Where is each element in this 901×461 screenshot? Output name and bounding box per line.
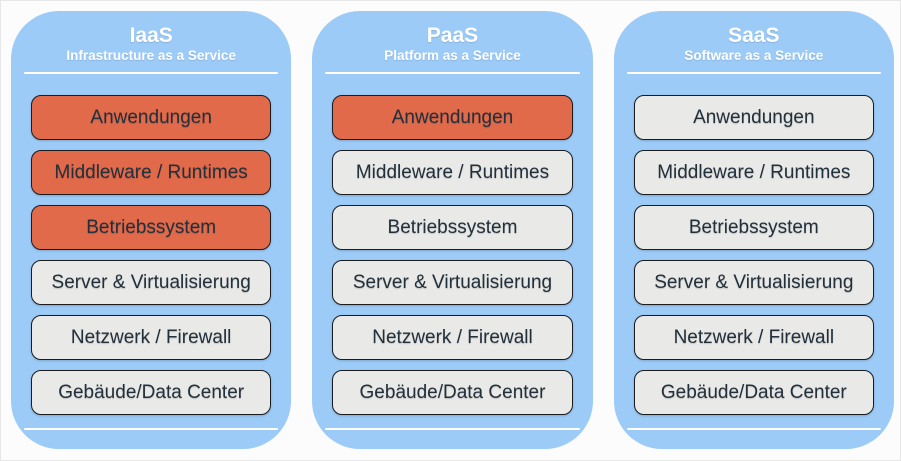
iaas-layer-middleware-runtimes: Middleware / Runtimes bbox=[31, 150, 272, 196]
paas-layer-anwendungen: Anwendungen bbox=[332, 95, 573, 141]
layer-stack-iaas: Anwendungen Middleware / Runtimes Betrie… bbox=[31, 95, 272, 416]
paas-layer-server-virtualisierung: Server & Virtualisierung bbox=[332, 260, 573, 306]
card-title-paas: PaaS bbox=[426, 24, 479, 47]
layer-stack-saas: Anwendungen Middleware / Runtimes Betrie… bbox=[633, 95, 874, 416]
saas-layer-middleware-runtimes: Middleware / Runtimes bbox=[633, 150, 874, 196]
paas-layer-gebaeude-data-center: Gebäude/Data Center bbox=[332, 370, 573, 416]
saas-layer-netzwerk-firewall: Netzwerk / Firewall bbox=[633, 315, 874, 361]
footer-divider bbox=[24, 428, 279, 431]
header-divider bbox=[325, 72, 580, 75]
card-title-iaas: IaaS bbox=[129, 24, 173, 47]
iaas-layer-server-virtualisierung: Server & Virtualisierung bbox=[31, 260, 272, 306]
header-divider bbox=[626, 72, 881, 75]
paas-layer-betriebssystem: Betriebssystem bbox=[332, 205, 573, 251]
header-divider bbox=[24, 72, 279, 75]
iaas-layer-anwendungen: Anwendungen bbox=[31, 95, 272, 141]
saas-layer-anwendungen: Anwendungen bbox=[633, 95, 874, 141]
layer-stack-paas: Anwendungen Middleware / Runtimes Betrie… bbox=[332, 95, 573, 416]
iaas-layer-gebaeude-data-center: Gebäude/Data Center bbox=[31, 370, 272, 416]
footer-divider bbox=[325, 428, 580, 431]
iaas-layer-netzwerk-firewall: Netzwerk / Firewall bbox=[31, 315, 272, 361]
saas-layer-betriebssystem: Betriebssystem bbox=[633, 205, 874, 251]
saas-layer-gebaeude-data-center: Gebäude/Data Center bbox=[633, 370, 874, 416]
service-model-card-saas: SaaS Software as a Service Anwendungen M… bbox=[613, 11, 894, 449]
paas-layer-middleware-runtimes: Middleware / Runtimes bbox=[332, 150, 573, 196]
footer-divider bbox=[626, 428, 881, 431]
saas-layer-server-virtualisierung: Server & Virtualisierung bbox=[633, 260, 874, 306]
card-title-saas: SaaS bbox=[728, 24, 780, 47]
card-subtitle-saas: Software as a Service bbox=[684, 48, 824, 64]
card-subtitle-iaas: Infrastructure as a Service bbox=[66, 48, 236, 64]
iaas-layer-betriebssystem: Betriebssystem bbox=[31, 205, 272, 251]
card-subtitle-paas: Platform as a Service bbox=[384, 48, 521, 64]
service-model-card-paas: PaaS Platform as a Service Anwendungen M… bbox=[312, 11, 593, 449]
service-model-card-iaas: IaaS Infrastructure as a Service Anwendu… bbox=[11, 11, 292, 449]
paas-layer-netzwerk-firewall: Netzwerk / Firewall bbox=[332, 315, 573, 361]
